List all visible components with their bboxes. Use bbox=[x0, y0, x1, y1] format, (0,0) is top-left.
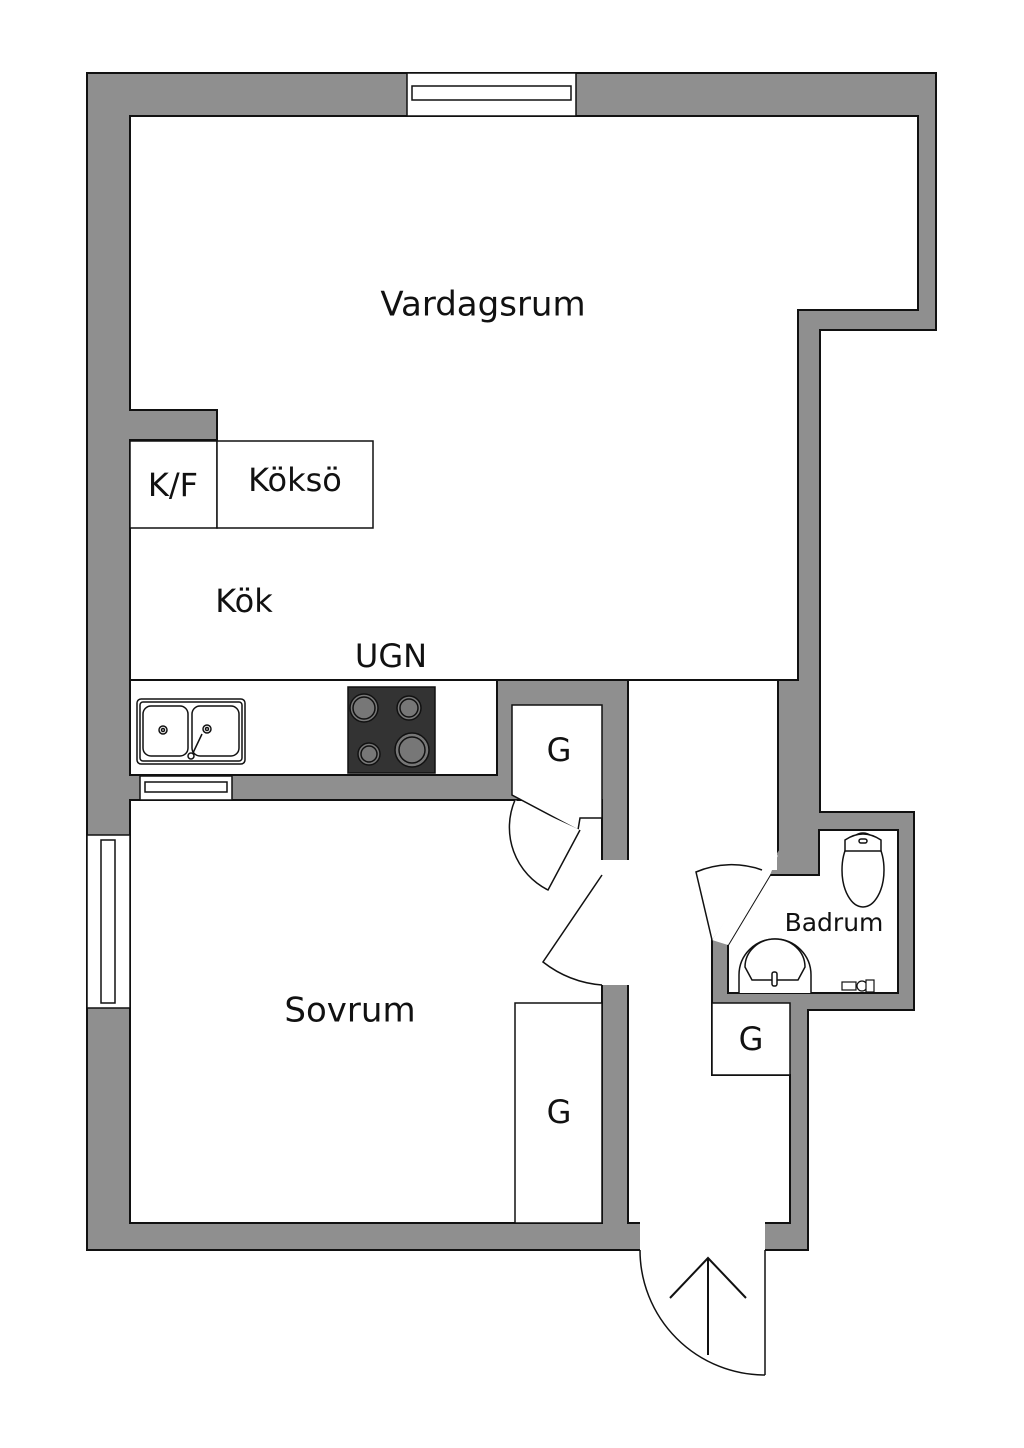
kitchen-island bbox=[216, 440, 374, 529]
closet-kitchen[interactable] bbox=[511, 704, 603, 832]
window-left bbox=[86, 834, 131, 1009]
tap-fixture-icon bbox=[841, 979, 875, 993]
room-label-living: Vardagsrum bbox=[380, 285, 585, 325]
closet-label-bedroom: G bbox=[547, 1093, 572, 1131]
room-label-bedroom: Sovrum bbox=[284, 991, 415, 1031]
entrance-door[interactable] bbox=[639, 1249, 766, 1376]
sink-icon bbox=[136, 698, 246, 765]
room-label-kitchen: Kök bbox=[215, 582, 273, 620]
window-kitchen bbox=[139, 775, 233, 801]
fixture-label-fridge-freezer: K/F bbox=[148, 466, 198, 504]
toilet-icon bbox=[841, 832, 885, 908]
window-top bbox=[406, 72, 577, 117]
fixture-label-kitchen-island: Köksö bbox=[248, 461, 342, 499]
entrance-arrow-icon bbox=[669, 1256, 747, 1355]
closet-label-hall: G bbox=[739, 1020, 764, 1058]
closet-hall[interactable] bbox=[711, 1002, 791, 1076]
stove-icon bbox=[347, 686, 436, 774]
closet-kitchen-door[interactable] bbox=[508, 799, 581, 891]
closet-bedroom[interactable] bbox=[514, 1002, 603, 1224]
closet-label-kitchen: G bbox=[547, 731, 572, 769]
fixture-label-oven: UGN bbox=[355, 637, 427, 675]
washbasin-icon bbox=[738, 938, 812, 993]
bathroom-door[interactable] bbox=[695, 863, 763, 941]
room-label-bathroom: Badrum bbox=[785, 908, 884, 937]
fridge-freezer bbox=[129, 440, 218, 529]
bedroom-doorway bbox=[600, 860, 630, 985]
bedroom-door[interactable] bbox=[541, 874, 603, 986]
